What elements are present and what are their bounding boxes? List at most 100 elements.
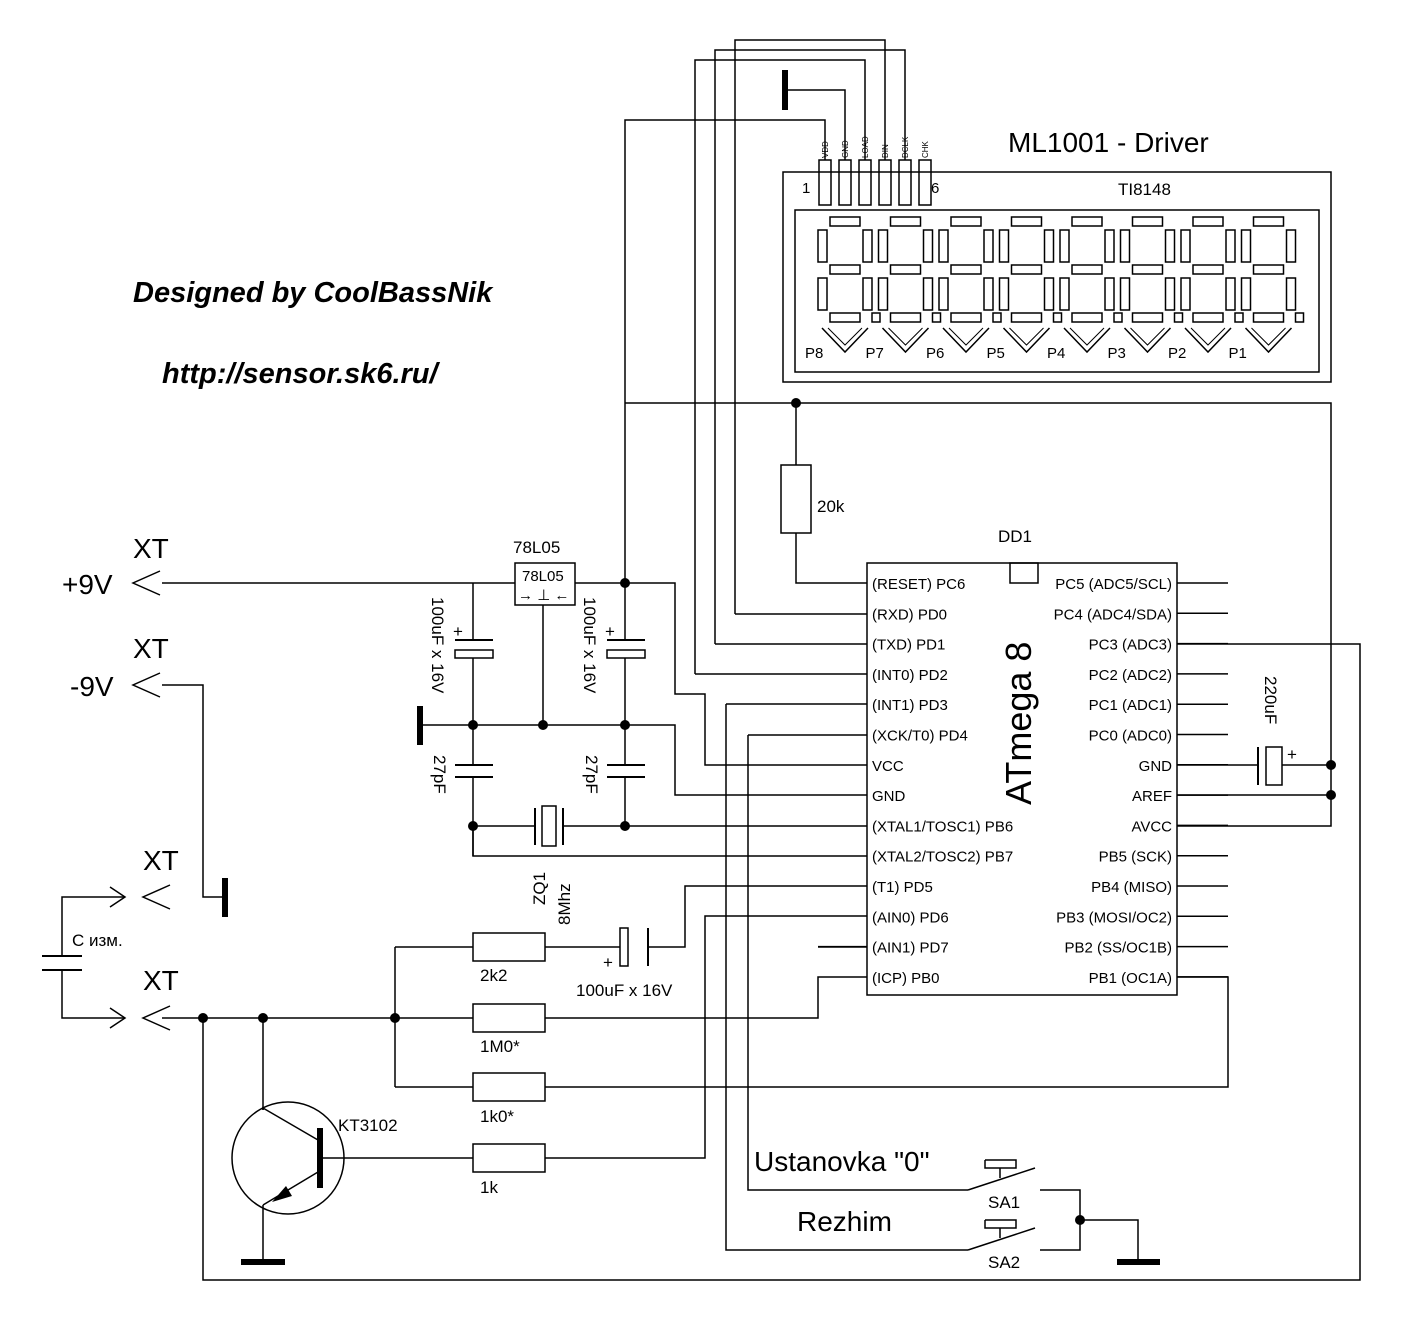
xt-label-cx1: XT [143,845,179,876]
mcu-right-pin-label: GND [1139,758,1173,775]
mcu-right-pin-label: PC0 (ADC0) [1089,728,1172,745]
r4-label: 1k [480,1178,498,1197]
display-digit: P6 [926,216,1002,362]
mcu-right-pin-label: PC2 (ADC2) [1089,667,1172,684]
r2-label: 1M0* [480,1037,520,1056]
connectors: XT +9V XT -9V XT XT C изм. [42,533,179,1031]
c-coupling-label: 100uF x 16V [576,981,673,1000]
mcu-left-pin-label: (XTAL1/TOSC1) PB6 [872,818,1013,835]
display-pin [818,159,832,206]
display-digit: P1 [1229,216,1305,362]
mcu-left-pin-label: (AIN0) PD6 [872,909,949,926]
c-out-plus: + [605,622,615,641]
display-pin [878,159,892,206]
mcu-left-pin-label: (XCK/T0) PD4 [872,728,968,745]
c-coupling-plus: + [603,953,613,972]
capacitors: + 100uF x 16V + 100uF x 16V 27pF 27pF + … [428,597,1297,1000]
mcu-right-pin-label: PC1 (ADC1) [1089,697,1172,714]
display-digit: P2 [1168,216,1244,362]
switches: Ustanovka "0" SA1 Rezhim SA2 [754,1146,1036,1272]
mcu-left-pin-label: (ICP) PB0 [872,970,940,987]
xt-cx2-plug [109,1007,127,1029]
mcu-name: ATmega 8 [998,642,1039,805]
regulator-label: 78L05 [513,538,560,557]
c-avcc-plus: + [1287,745,1297,764]
crystal: ZQ1 8Mhz [530,805,574,925]
c-xt1-label: 27pF [430,755,449,794]
mcu: DD1 ATmega 8 (RESET) PC6 (RXD) PD0 (TXD) P… [818,527,1228,996]
display-digit-label: P6 [926,345,944,362]
mcu-right-pin-label: PB2 (SS/OC1B) [1064,940,1172,957]
sa1-switch [967,1159,1036,1191]
display-title: ML1001 - Driver [1008,127,1209,158]
display-pin [898,159,912,206]
display-pin-name: CHK [921,140,930,158]
display-digit: P5 [987,216,1063,362]
display-digit-label: P4 [1047,345,1065,362]
mcu-right-pin-label: PB4 (MISO) [1091,879,1172,896]
mcu-right-pins: PC5 (ADC5/SCL) PC4 (ADC4/SDA) PC3 (ADC3) PC… [1054,576,1228,987]
mcu-right-pin-label: PC5 (ADC5/SCL) [1055,576,1172,593]
transistor: KT3102 [231,1101,398,1215]
mcu-left-pin-label: (RESET) PC6 [872,576,965,593]
display-digit-label: P5 [987,345,1005,362]
crystal-ref: ZQ1 [530,872,549,905]
regulator-body [514,562,576,606]
display-outer-frame [782,171,1332,383]
display-pin [858,159,872,206]
designer-credit: Designed by CoolBassNik [133,277,494,309]
xt-label-cx2: XT [143,965,179,996]
transistor-label: KT3102 [338,1116,398,1135]
plus9-label: +9V [62,569,113,600]
regulator-pin-glyphs: → ⊥ ← [518,587,569,604]
sa1-ref: SA1 [988,1193,1020,1212]
r3-label: 1k0* [480,1107,514,1126]
display-pin [838,159,852,206]
mcu-right-pin-label: PC3 (ADC3) [1089,637,1172,654]
display-digit: P4 [1047,216,1123,362]
xt-label-plus9: XT [133,533,169,564]
mcu-left-pin-label: VCC [872,758,904,775]
xt-label-minus9: XT [133,633,169,664]
c-out-label: 100uF x 16V [580,597,599,694]
r2-body [472,1003,546,1033]
mcu-left-pin-label: (AIN1) PD7 [872,940,949,957]
r-reset-label: 20k [817,497,845,516]
display-digit-label: P8 [805,345,823,362]
r-reset [780,464,812,534]
wires [61,39,1361,1281]
display-digit: P8 [805,216,881,362]
display-digit-label: P1 [1229,345,1247,362]
display-pin-first: 1 [802,180,810,197]
mcu-right-pin-label: PC4 (ADC4/SDA) [1054,606,1172,623]
minus9-label: -9V [70,671,114,702]
junction-dots [198,398,1336,1225]
mcu-left-pin-label: (RXD) PD0 [872,606,947,623]
regulator-inner-label: 78L05 [522,568,564,585]
c-in-plus: + [453,622,463,641]
xt-plus9-arrow [131,570,161,596]
xt-minus9-arrow [131,672,161,698]
mcu-right-pin-label: PB3 (MOSI/OC2) [1056,909,1172,926]
mcu-left-pins: (RESET) PC6 (RXD) PD0 (TXD) PD1 (INT0) PD2 (… [818,576,1013,987]
mcu-left-pin-label: (INT0) PD2 [872,667,948,684]
r1-body [472,932,546,962]
mcu-left-pin-label: (TXD) PD1 [872,637,945,654]
c-avcc-label: 220uF [1261,676,1280,724]
display-pin-last: 6 [931,180,939,197]
display-digit: P7 [866,216,942,362]
mcu-left-pin-label: (INT1) PD3 [872,697,948,714]
ground-symbols [222,70,1160,1265]
mcu-right-pin-label: AREF [1132,788,1172,805]
designer-url: http://sensor.sk6.ru/ [162,358,441,390]
xt-cx1-plug [109,886,127,908]
mcu-ref: DD1 [998,527,1032,546]
mcu-right-pin-label: AVCC [1131,818,1172,835]
c-in-label: 100uF x 16V [428,597,447,694]
r4-body [472,1143,546,1173]
display-digit-label: P3 [1108,345,1126,362]
